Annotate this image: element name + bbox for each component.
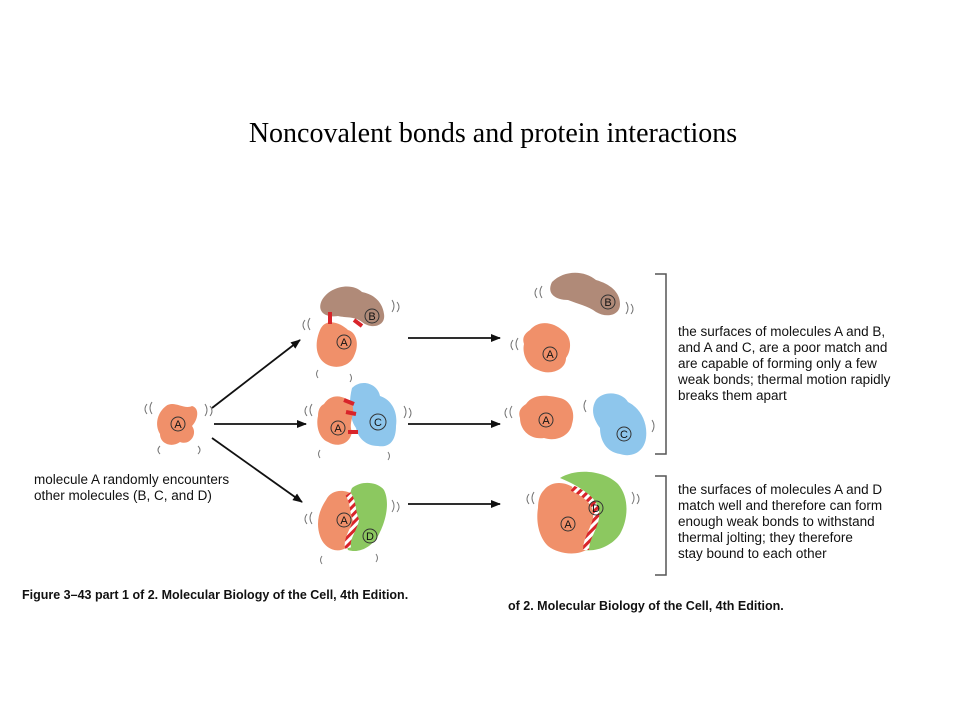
encounter-arrows [211, 339, 307, 503]
complex-ad-strong: A D [318, 482, 387, 552]
svg-text:and A and C, are a poor match: and A and C, are a poor match and [678, 340, 887, 355]
svg-text:breaks them apart: breaks them apart [678, 388, 787, 403]
outcome-arrows [408, 334, 501, 508]
svg-text:A: A [174, 419, 182, 431]
svg-text:A: A [542, 415, 550, 427]
svg-text:are capable of forming only a: are capable of forming only a few [678, 356, 877, 371]
good-match-description: the surfaces of molecules A and D match … [678, 482, 882, 561]
svg-text:the surfaces of molecules A an: the surfaces of molecules A and D [678, 482, 882, 497]
svg-text:thermal jolting; they therefor: thermal jolting; they therefore [678, 530, 853, 545]
svg-text:A: A [340, 515, 348, 527]
svg-text:match well and therefore can f: match well and therefore can form [678, 498, 882, 513]
vibration-marks-initial [144, 401, 213, 455]
vibration-marks-ad [304, 499, 400, 565]
svg-text:stay bound to each other: stay bound to each other [678, 546, 827, 561]
svg-text:C: C [620, 429, 628, 441]
molecule-c-separated: C [593, 393, 647, 456]
encounter-description: molecule A randomly encounters other mol… [34, 472, 229, 503]
molecule-a-separated-2: A [519, 395, 574, 440]
svg-text:A: A [334, 423, 342, 435]
complex-ab-weak: B A [316, 286, 385, 367]
molecule-a-initial: A [157, 404, 198, 445]
svg-text:A: A [546, 349, 554, 361]
svg-text:the surfaces of molecules A an: the surfaces of molecules A and B, [678, 324, 885, 339]
molecule-b-separated: B [550, 272, 620, 316]
vibration-marks-right [504, 285, 655, 505]
svg-text:C: C [374, 417, 382, 429]
encounter-line-1: molecule A randomly encounters [34, 472, 229, 487]
svg-text:B: B [604, 297, 611, 309]
poor-match-description: the surfaces of molecules A and B, and A… [677, 324, 891, 403]
vibration-marks-ab [302, 299, 400, 383]
figure-caption-left: Figure 3–43 part 1 of 2. Molecular Biolo… [22, 588, 408, 602]
figure-caption-right: of 2. Molecular Biology of the Cell, 4th… [508, 599, 784, 613]
svg-text:weak bonds; thermal motion rap: weak bonds; thermal motion rapidly [677, 372, 891, 387]
complex-ac-weak: C A [317, 382, 397, 447]
brackets [655, 273, 667, 576]
encounter-line-2: other molecules (B, C, and D) [34, 488, 212, 503]
svg-text:A: A [340, 337, 348, 349]
svg-text:B: B [368, 311, 375, 323]
molecule-a-separated-1: A [523, 323, 571, 373]
vibration-marks-ac [304, 403, 412, 461]
complex-ad-bound: A D [537, 471, 627, 554]
svg-text:A: A [564, 519, 572, 531]
slide-title: Noncovalent bonds and protein interactio… [248, 118, 738, 149]
svg-text:enough weak bonds to withstand: enough weak bonds to withstand [678, 514, 875, 529]
svg-text:D: D [592, 503, 600, 515]
svg-text:D: D [366, 531, 374, 543]
